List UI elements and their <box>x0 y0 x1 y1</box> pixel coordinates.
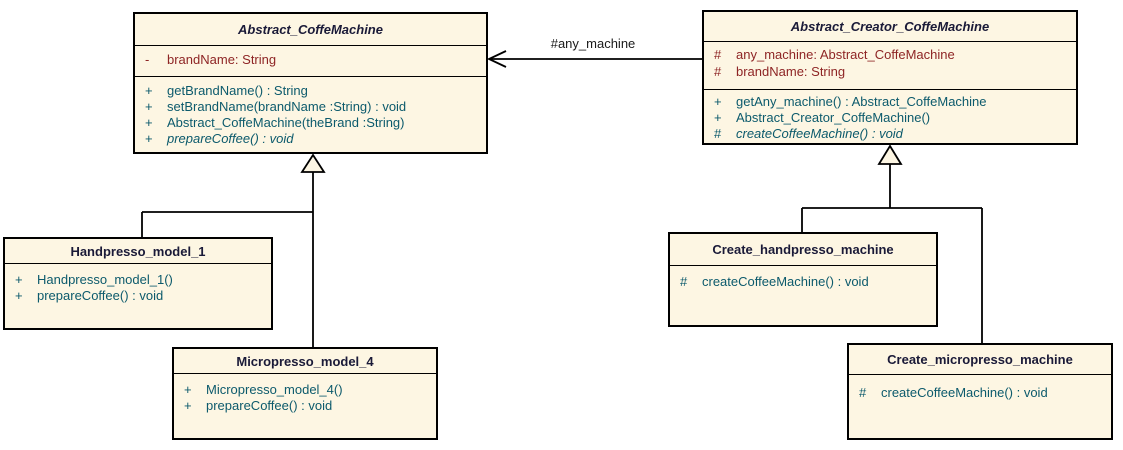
association-arrow <box>486 50 702 68</box>
class-node-create-micropresso-machine[interactable]: Create_micropresso_machine # createCoffe… <box>847 343 1113 440</box>
methods-compartment: + getBrandName() : String + setBrandName… <box>135 77 486 152</box>
method-row: + Abstract_Creator_CoffeMachine() <box>704 110 1076 126</box>
class-title: Micropresso_model_4 <box>174 349 436 374</box>
visibility-public-icon: + <box>184 382 192 397</box>
attribute-row: # brandName: String <box>704 63 1076 80</box>
method-row: # createCoffeeMachine() : void <box>670 274 936 290</box>
method-row: + Handpresso_model_1() <box>5 272 271 288</box>
attributes-compartment: # any_machine: Abstract_CoffeMachine # b… <box>704 42 1076 90</box>
visibility-public-icon: + <box>184 398 192 413</box>
methods-compartment: + Handpresso_model_1() + prepareCoffee()… <box>5 264 271 328</box>
methods-compartment: # createCoffeeMachine() : void <box>849 375 1111 438</box>
attributes-compartment: - brandName: String <box>135 46 486 77</box>
method-row-abstract: + prepareCoffee() : void <box>135 131 486 147</box>
method-row: + prepareCoffee() : void <box>174 398 436 414</box>
method-row: + getAny_machine() : Abstract_CoffeMachi… <box>704 94 1076 110</box>
methods-compartment: # createCoffeeMachine() : void <box>670 266 936 325</box>
visibility-public-icon: + <box>714 94 722 109</box>
class-node-abstract-coffemachine[interactable]: Abstract_CoffeMachine - brandName: Strin… <box>133 12 488 154</box>
visibility-public-icon: + <box>15 288 23 303</box>
visibility-public-icon: + <box>145 115 153 130</box>
attribute-row: # any_machine: Abstract_CoffeMachine <box>704 46 1076 63</box>
methods-compartment: + getAny_machine() : Abstract_CoffeMachi… <box>704 90 1076 143</box>
inheritance-triangle-icon <box>300 153 326 173</box>
class-node-handpresso-model-1[interactable]: Handpresso_model_1 + Handpresso_model_1(… <box>3 237 273 330</box>
method-row-abstract: # createCoffeeMachine() : void <box>704 126 1076 142</box>
visibility-public-icon: + <box>15 272 23 287</box>
class-title: Create_micropresso_machine <box>849 345 1111 375</box>
visibility-public-icon: + <box>145 131 153 146</box>
class-node-create-handpresso-machine[interactable]: Create_handpresso_machine # createCoffee… <box>668 232 938 327</box>
inheritance-triangle-icon <box>877 144 903 165</box>
visibility-private-icon: - <box>145 52 150 67</box>
class-title: Abstract_Creator_CoffeMachine <box>704 12 1076 42</box>
method-row: + Abstract_CoffeMachine(theBrand :String… <box>135 115 486 131</box>
class-title: Abstract_CoffeMachine <box>135 14 486 46</box>
visibility-protected-icon: # <box>714 126 722 141</box>
method-row: + getBrandName() : String <box>135 83 486 99</box>
visibility-public-icon: + <box>714 110 722 125</box>
method-row: + setBrandName(brandName :String) : void <box>135 99 486 115</box>
class-title: Handpresso_model_1 <box>5 239 271 264</box>
class-node-micropresso-model-4[interactable]: Micropresso_model_4 + Micropresso_model_… <box>172 347 438 440</box>
visibility-protected-icon: # <box>714 47 722 62</box>
class-node-abstract-creator-coffemachine[interactable]: Abstract_Creator_CoffeMachine # any_mach… <box>702 10 1078 145</box>
method-row: + prepareCoffee() : void <box>5 288 271 304</box>
method-row: + Micropresso_model_4() <box>174 382 436 398</box>
visibility-protected-icon: # <box>680 274 688 289</box>
visibility-protected-icon: # <box>714 64 722 79</box>
visibility-public-icon: + <box>145 99 153 114</box>
attribute-row: - brandName: String <box>135 52 486 68</box>
visibility-public-icon: + <box>145 83 153 98</box>
visibility-protected-icon: # <box>859 385 867 400</box>
methods-compartment: + Micropresso_model_4() + prepareCoffee(… <box>174 374 436 438</box>
association-label: #any_machine <box>550 36 636 51</box>
method-row: # createCoffeeMachine() : void <box>849 385 1111 401</box>
class-title: Create_handpresso_machine <box>670 234 936 266</box>
